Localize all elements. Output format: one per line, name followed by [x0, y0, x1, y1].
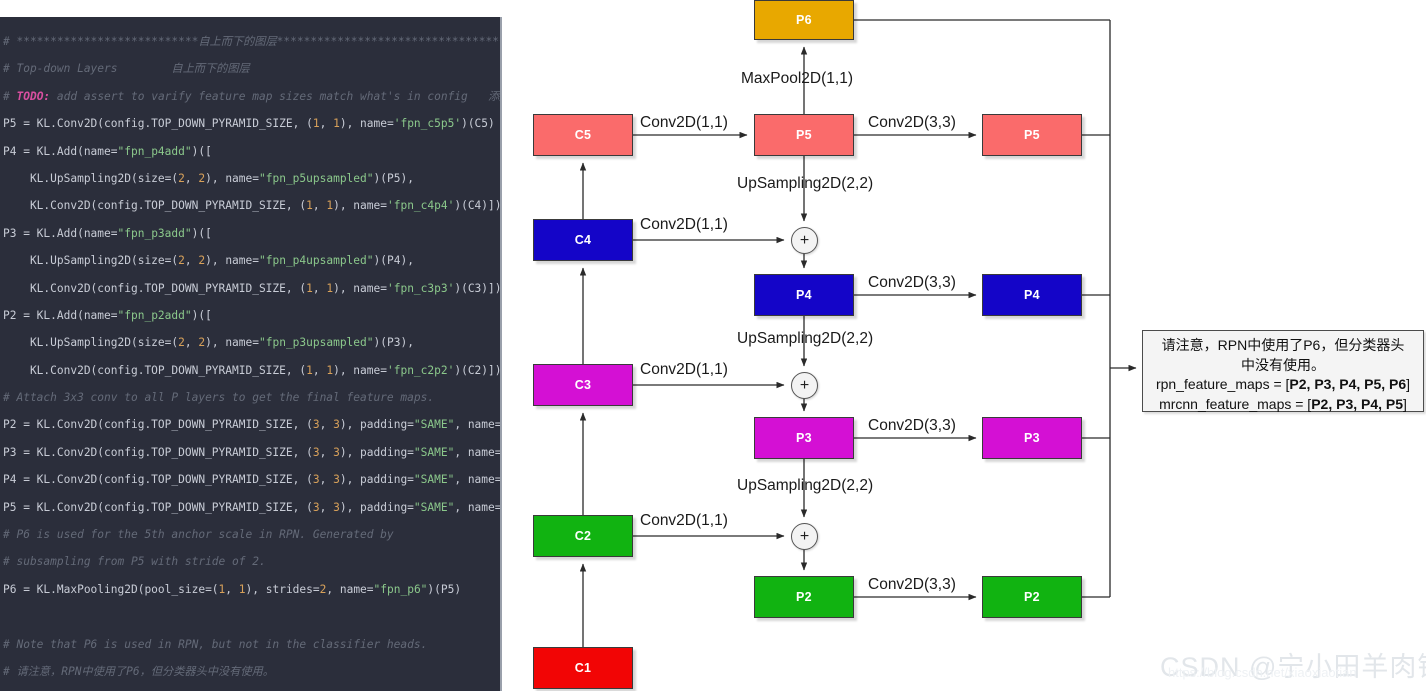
code-panel-edge	[500, 17, 502, 691]
add-node-add4: +	[791, 227, 818, 254]
pyramid-node-p6: P6	[754, 0, 854, 40]
code-line: P2 = KL.Conv2D(config.TOP_DOWN_PYRAMID_S…	[3, 418, 501, 432]
backbone-node-c1: C1	[533, 647, 633, 689]
add-node-add3: +	[791, 372, 818, 399]
add-node-add2: +	[791, 523, 818, 550]
code-line: P6 = KL.MaxPooling2D(pool_size=(1, 1), s…	[3, 582, 462, 596]
note-line-2: 中没有使用。	[1241, 356, 1325, 373]
note-box: 请注意，RPN中使用了P6，但分类器头 中没有使用。 rpn_feature_m…	[1142, 330, 1424, 412]
backbone-node-c5: C5	[533, 114, 633, 156]
edge-label-maxpool-p6: MaxPool2D(1,1)	[741, 70, 853, 87]
output-node-p5out: P5	[982, 114, 1082, 156]
edge-label-up-p5: UpSampling2D(2,2)	[737, 175, 874, 192]
output-node-p3out: P3	[982, 417, 1082, 459]
note-line-1: 请注意，RPN中使用了P6，但分类器头	[1161, 337, 1405, 353]
watermark: CSDN @宁小田羊肉铺	[1160, 652, 1426, 682]
edge-label-p2-out: Conv2D(3,3)	[868, 576, 956, 593]
pyramid-node-p5mid: P5	[754, 114, 854, 156]
code-panel: # ***************************自上而下的图层****…	[0, 17, 501, 691]
code-line: P4 = KL.Conv2D(config.TOP_DOWN_PYRAMID_S…	[3, 473, 501, 487]
backbone-node-c4: C4	[533, 219, 633, 261]
watermark-url: https://blog.csdn.net/xiaoxiaotian	[1168, 665, 1357, 680]
note-rpn-maps: P2, P3, P4, P5, P6	[1289, 376, 1407, 392]
code-line: # 请注意，RPN中使用了P6，但分类器头中没有使用。	[3, 664, 274, 678]
code-line: KL.Conv2D(config.TOP_DOWN_PYRAMID_SIZE, …	[3, 199, 501, 213]
output-node-p2out: P2	[982, 576, 1082, 618]
code-line: P4 = KL.Add(name="fpn_p4add")([	[3, 144, 212, 158]
edge-label-c3-add: Conv2D(1,1)	[640, 361, 728, 378]
code-line: KL.UpSampling2D(size=(2, 2), name="fpn_p…	[3, 171, 414, 185]
edge-label-up-p3: UpSampling2D(2,2)	[737, 477, 874, 494]
edge-label-c2-add: Conv2D(1,1)	[640, 512, 728, 529]
backbone-node-c3: C3	[533, 364, 633, 406]
code-line: # Top-down Layers 自上而下的图层	[3, 62, 250, 76]
code-line: KL.Conv2D(config.TOP_DOWN_PYRAMID_SIZE, …	[3, 281, 501, 295]
edge-label-p5-out: Conv2D(3,3)	[868, 114, 956, 131]
code-line: P3 = KL.Conv2D(config.TOP_DOWN_PYRAMID_S…	[3, 445, 501, 459]
note-rpn-suffix: ]	[1406, 376, 1411, 392]
code-line: KL.UpSampling2D(size=(2, 2), name="fpn_p…	[3, 336, 414, 350]
note-rpn-prefix: rpn_feature_maps = [	[1155, 376, 1290, 392]
code-line: P5 = KL.Conv2D(config.TOP_DOWN_PYRAMID_S…	[3, 500, 501, 514]
backbone-node-c2: C2	[533, 515, 633, 557]
code-line: P5 = KL.Conv2D(config.TOP_DOWN_PYRAMID_S…	[3, 117, 501, 131]
edge-label-p4-out: Conv2D(3,3)	[868, 274, 956, 291]
pyramid-node-p2mid: P2	[754, 576, 854, 618]
note-mrcnn-maps: P2, P3, P4, P5	[1311, 395, 1404, 412]
edge-label-p3-out: Conv2D(3,3)	[868, 417, 956, 434]
code-line: # P6 is used for the 5th anchor scale in…	[3, 528, 394, 542]
code-line: # subsampling from P5 with stride of 2.	[3, 555, 266, 569]
note-mrcnn-prefix: mrcnn_feature_maps = [	[1159, 395, 1312, 412]
code-line: # Attach 3x3 conv to all P layers to get…	[3, 391, 435, 405]
code-line: # TODO: add assert to varify feature map…	[3, 89, 501, 103]
note-mrcnn-suffix: ]	[1403, 395, 1407, 412]
code-line: # ***************************自上而下的图层****…	[3, 35, 501, 48]
code-line: KL.UpSampling2D(size=(2, 2), name="fpn_p…	[3, 254, 414, 268]
output-node-p4out: P4	[982, 274, 1082, 316]
code-line: P3 = KL.Add(name="fpn_p3add")([	[3, 226, 212, 240]
code-line: KL.Conv2D(config.TOP_DOWN_PYRAMID_SIZE, …	[3, 363, 501, 377]
edge-label-up-p4: UpSampling2D(2,2)	[737, 330, 874, 347]
code-line: P2 = KL.Add(name="fpn_p2add")([	[3, 308, 212, 322]
edge-label-c5-p5: Conv2D(1,1)	[640, 114, 728, 131]
note-mrcnn-feature-maps: mrcnn_feature_maps = [P2, P3, P4, P5]	[1150, 395, 1416, 415]
pyramid-node-p4mid: P4	[754, 274, 854, 316]
edge-label-c4-add: Conv2D(1,1)	[640, 216, 728, 233]
code-line: # Note that P6 is used in RPN, but not i…	[3, 637, 428, 651]
pyramid-node-p3mid: P3	[754, 417, 854, 459]
code-lines: # ***************************自上而下的图层****…	[3, 28, 501, 691]
note-rpn-feature-maps: rpn_feature_maps = [P2, P3, P4, P5, P6]	[1150, 375, 1416, 395]
